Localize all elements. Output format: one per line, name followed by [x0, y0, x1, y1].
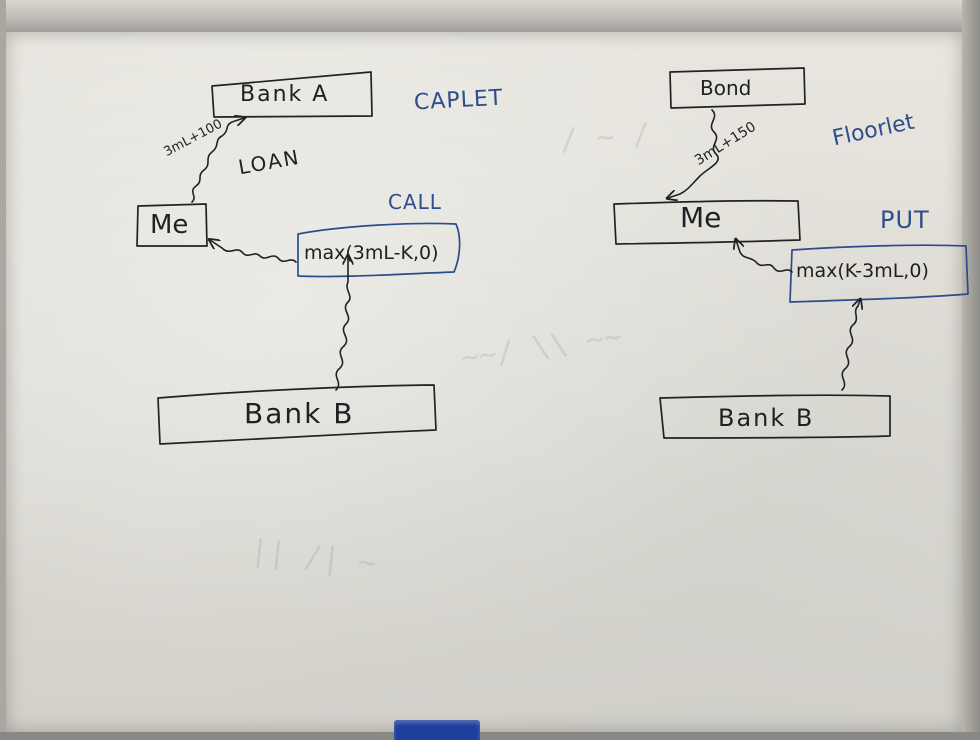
bank-b-to-call-arrow — [335, 256, 350, 391]
caplet-label: CAPLET — [413, 85, 504, 116]
bond-box — [669, 67, 806, 109]
call-label: CALL — [388, 190, 442, 214]
call-payoff-label: max(3mL-K,0) — [304, 242, 439, 264]
me-label-right: Me — [680, 201, 722, 234]
bank-a-label: Bank A — [240, 82, 330, 107]
bond-arrow — [668, 109, 719, 198]
whiteboard-surface — [6, 32, 962, 732]
bond-label: Bond — [700, 76, 752, 100]
call-arrow — [210, 240, 297, 263]
bank-b-box-right — [659, 394, 891, 439]
blue-marker[interactable] — [394, 720, 480, 740]
call-payoff-box-left — [297, 222, 461, 278]
bank-b-label-left: Bank B — [244, 397, 355, 430]
me-box-right — [613, 199, 801, 245]
bank-b-to-put-arrow — [841, 300, 860, 391]
put-label: PUT — [880, 206, 930, 234]
put-arrow — [736, 240, 793, 273]
whiteboard-frame-top — [0, 0, 980, 34]
put-payoff-box-right — [789, 244, 969, 303]
whiteboard-frame-left — [0, 0, 6, 740]
me-label-left: Me — [150, 210, 189, 240]
put-payoff-label: max(K-3mL,0) — [796, 260, 929, 282]
loan-arrow — [191, 118, 244, 203]
whiteboard-frame-right — [962, 0, 980, 740]
bank-b-label-right: Bank B — [718, 404, 815, 432]
marker-tray — [0, 732, 980, 740]
bank-b-box-left — [157, 384, 437, 445]
bank-a-box — [211, 71, 373, 118]
